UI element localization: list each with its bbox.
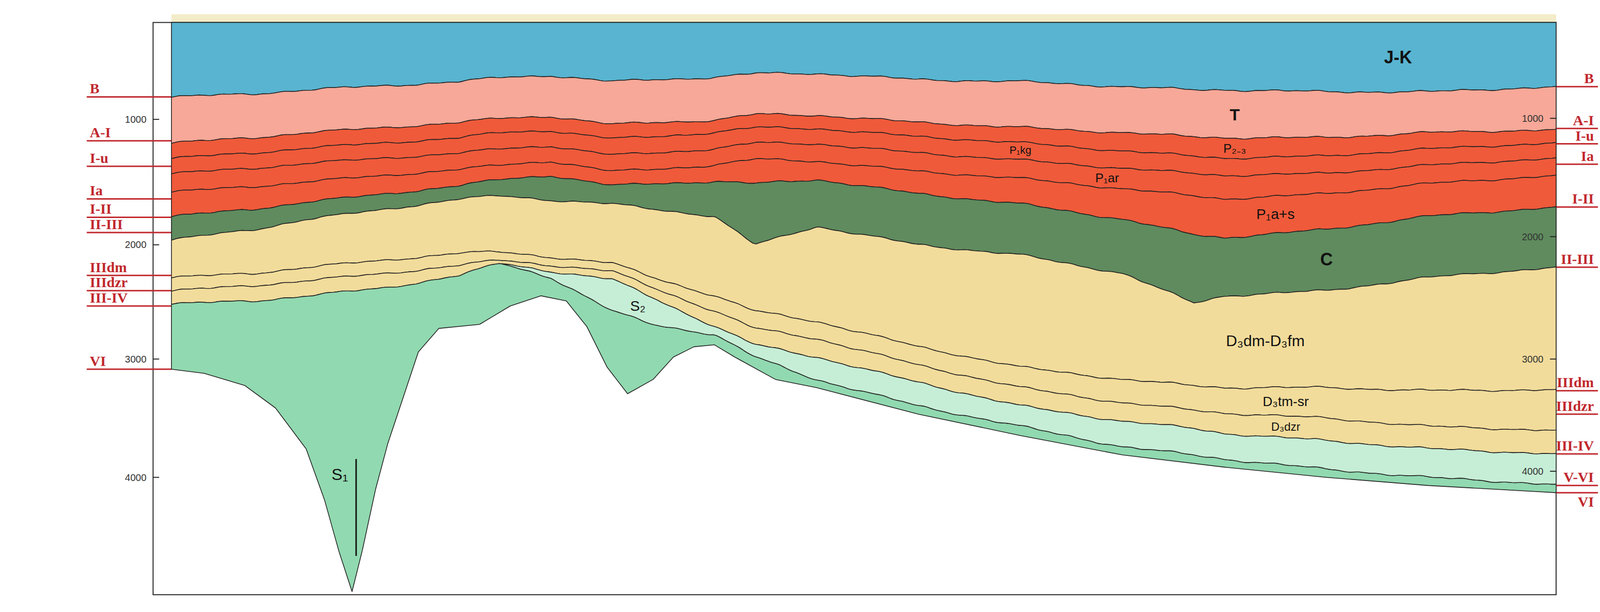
fault-line <box>355 459 357 556</box>
horizon-label: I-u <box>89 150 109 166</box>
layer-label: P₁ar <box>1095 171 1120 185</box>
layer-label: C <box>1320 250 1333 269</box>
layer-label: S₁ <box>331 465 348 483</box>
layer-label: D₃dzr <box>1270 420 1300 433</box>
layer-label: D₃tm-sr <box>1262 394 1309 409</box>
horizon-label: VI <box>1577 494 1594 509</box>
depth-value: 3000 <box>125 354 147 364</box>
layer-label: P₂₋₃ <box>1223 142 1247 155</box>
horizon-label: IIIdm <box>1556 374 1595 390</box>
horizon-label: I-u <box>1575 128 1594 144</box>
horizon-label: A-I <box>1572 113 1594 128</box>
layer-label: P₁a+s <box>1256 206 1295 222</box>
horizon-label: II-III <box>1560 251 1594 267</box>
horizon-label: IIIdm <box>89 259 128 275</box>
horizon-label: B <box>89 81 100 96</box>
horizon-label: III-IV <box>89 290 128 305</box>
layer-label: T <box>1229 106 1240 123</box>
horizon-label: Ia <box>89 183 103 198</box>
top-strip <box>171 14 1557 23</box>
frame <box>153 22 1557 595</box>
horizon-label: B <box>1584 71 1594 86</box>
depth-value: 1000 <box>125 114 147 125</box>
layer-label: D₃dm-D₃fm <box>1225 332 1305 349</box>
horizon-label: A-I <box>89 125 111 140</box>
depth-value: 4000 <box>125 472 147 483</box>
horizon-label: Ia <box>1581 148 1595 164</box>
layer-label: J-K <box>1383 48 1413 67</box>
depth-value: 4000 <box>1521 466 1544 476</box>
layer-label: P₁kg <box>1009 144 1032 156</box>
horizon-label: IIIdzr <box>1556 398 1594 414</box>
horizon-label: VI <box>89 353 106 369</box>
horizon-label: V-VI <box>1563 469 1595 485</box>
depth-value: 3000 <box>1521 354 1544 364</box>
horizon-label: I-II <box>1571 191 1594 206</box>
horizon-label: IIIdzr <box>89 274 128 290</box>
horizon-label: III-IV <box>1556 438 1594 453</box>
layer-label: S₂ <box>630 298 646 314</box>
depth-value: 2000 <box>125 239 147 250</box>
depth-ticks <box>153 118 1557 478</box>
depth-value: 2000 <box>1521 231 1544 242</box>
layer-fill <box>171 263 1557 592</box>
horizon-label: I-II <box>89 201 112 217</box>
depth-value: 1000 <box>1521 113 1544 124</box>
layer-fill <box>502 263 1557 485</box>
horizon-label: II-III <box>89 216 123 232</box>
